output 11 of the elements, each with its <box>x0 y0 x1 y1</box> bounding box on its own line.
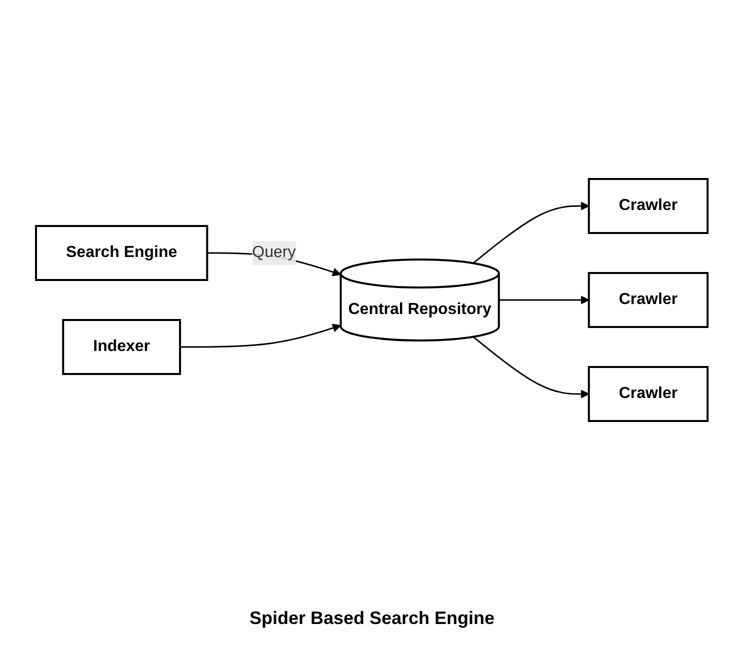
arrow <box>499 296 590 304</box>
arrow <box>472 202 590 264</box>
caption: Spider Based Search Engine <box>248 608 496 629</box>
node-box: Crawler <box>588 272 709 328</box>
node-box: Indexer <box>62 319 182 375</box>
arrow <box>472 336 590 398</box>
node-box: Crawler <box>588 178 709 234</box>
arrow <box>180 324 342 348</box>
edge-label: Query <box>252 244 296 261</box>
node-box: Search Engine <box>35 225 208 281</box>
node-box: Crawler <box>588 366 709 422</box>
